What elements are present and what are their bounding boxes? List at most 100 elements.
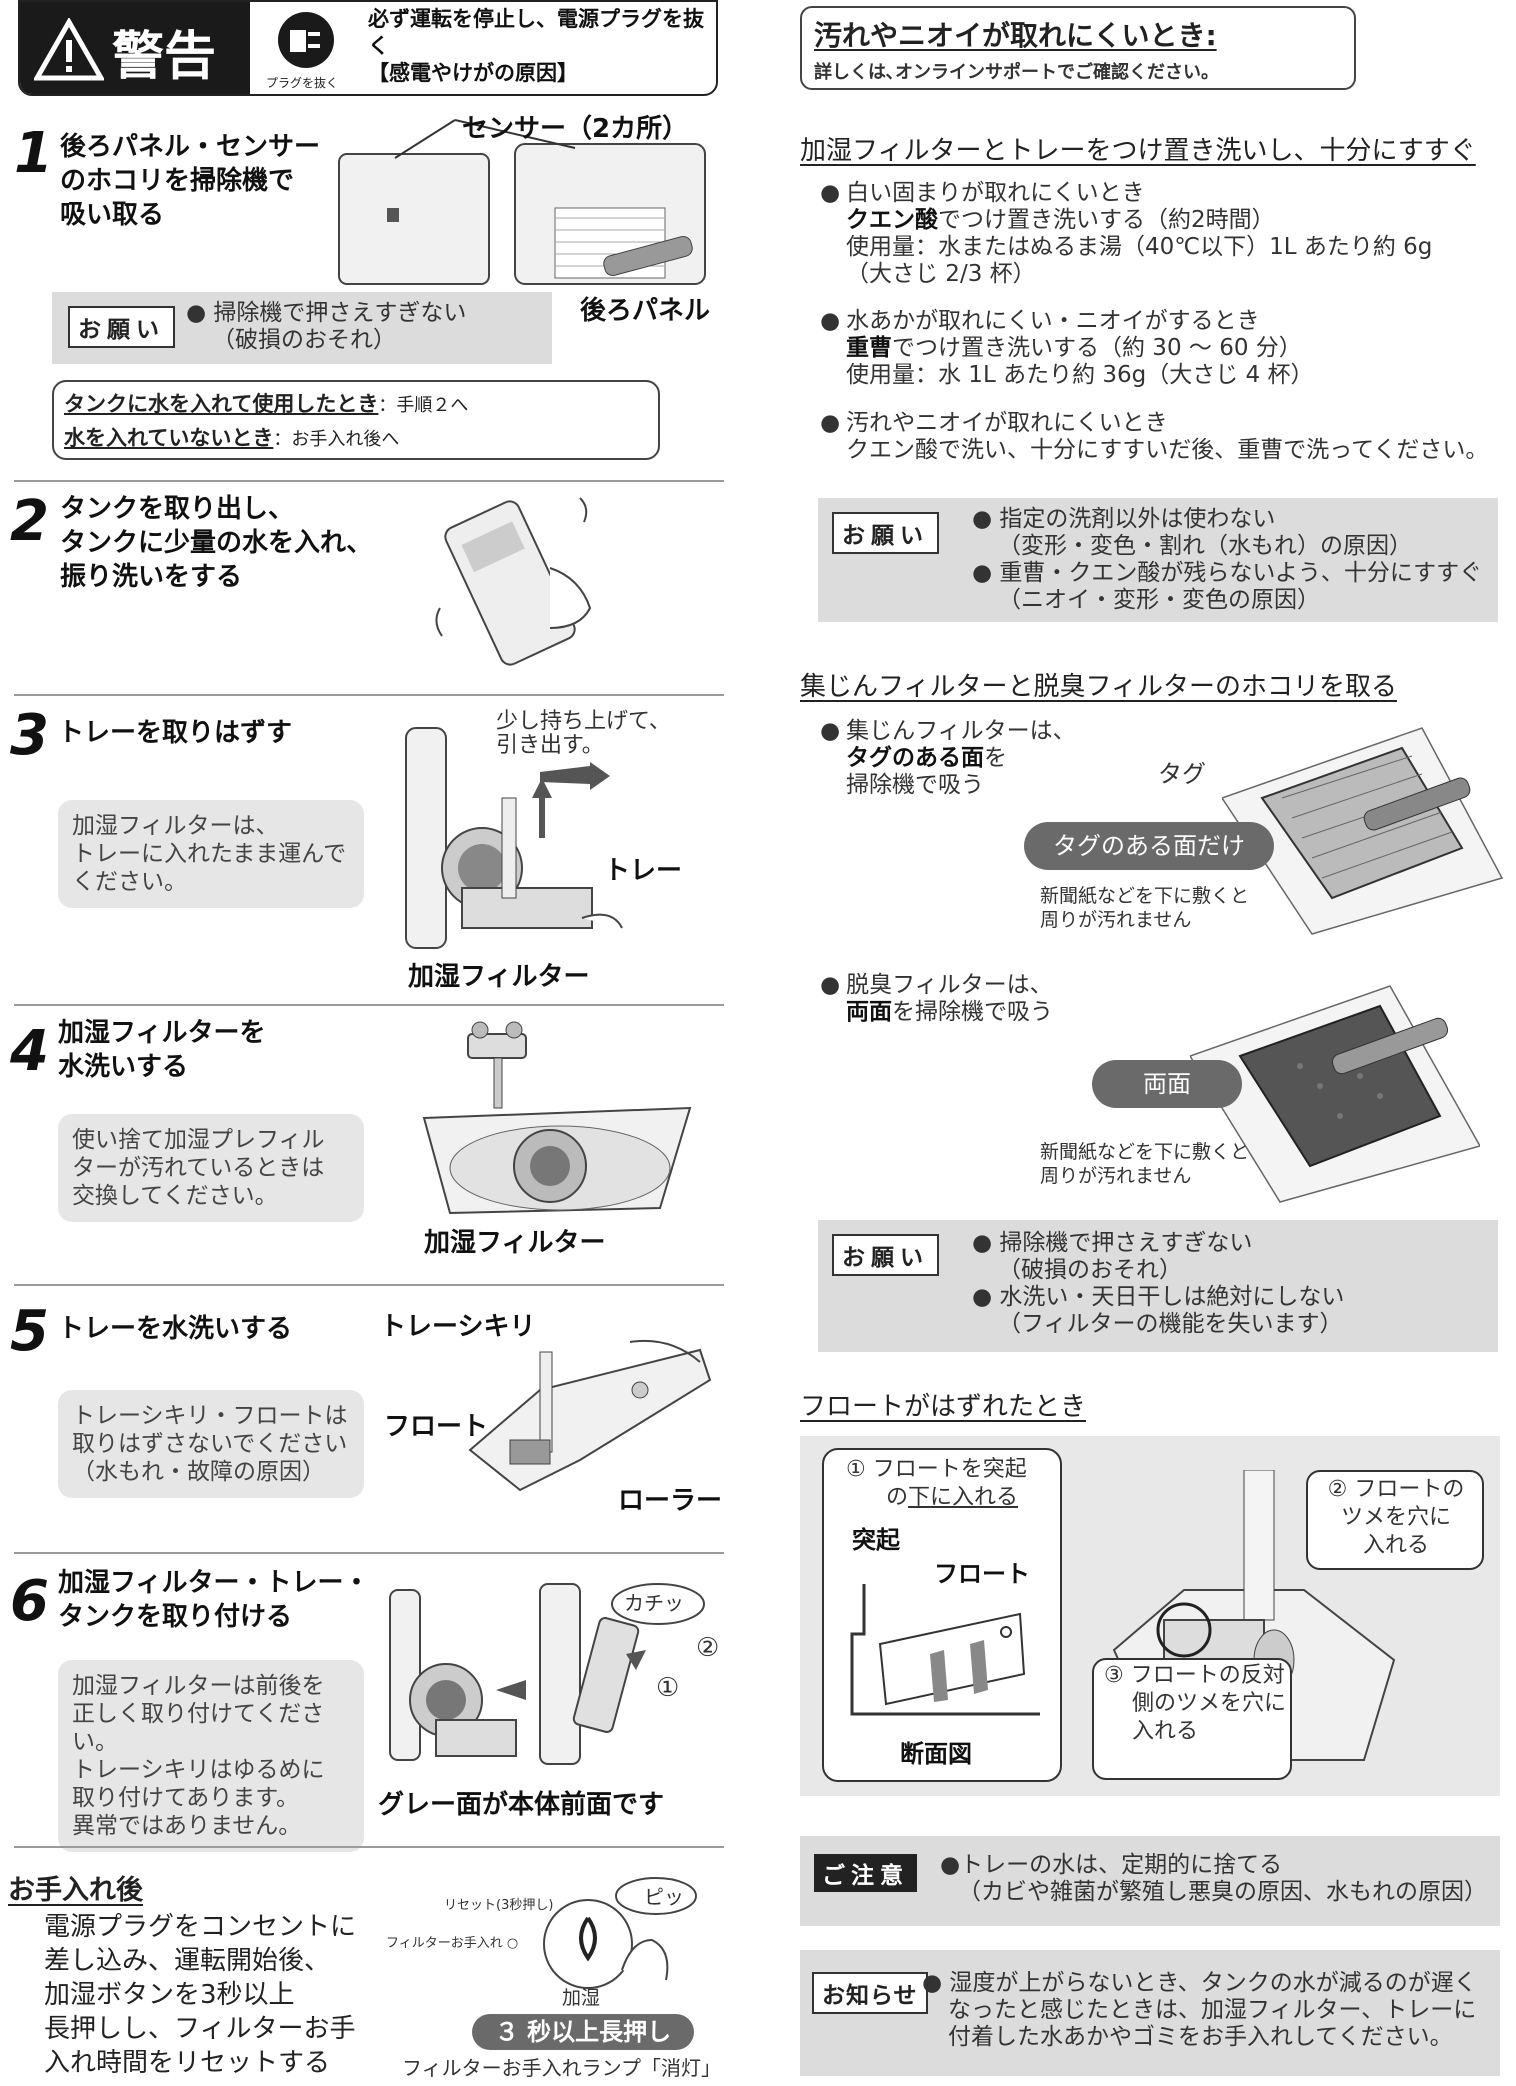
filter-caution-box: お願い ● 掃除機で押さえすぎない （破損のおそれ） ● 水洗い・天日干しは絶対… bbox=[818, 1220, 1498, 1352]
float-label: フロート bbox=[934, 1560, 1030, 1588]
tank-shake-illustration bbox=[435, 497, 592, 666]
baking-soda-bullet: 水あかが取れにくい・ニオイがするとき 重曹でつけ置き洗いする（約 30 ～ 60… bbox=[820, 308, 1314, 389]
divider bbox=[14, 1284, 724, 1286]
divider bbox=[14, 1004, 724, 1006]
float-label: フロート bbox=[384, 1412, 489, 1442]
divider bbox=[14, 1846, 724, 1848]
humidifier-filter-label: 加湿フィルター bbox=[408, 962, 590, 992]
deodor-filter-bullet: 脱臭フィルターは、 両面を掃除機で吸う bbox=[820, 972, 1053, 1026]
cross-section-label: 断面図 bbox=[900, 1740, 972, 1768]
step-5-title: トレーを水洗いする bbox=[58, 1314, 293, 1344]
soak-wash-heading: 加湿フィルターとトレーをつけ置き洗いし、十分にすすぐ bbox=[800, 136, 1476, 166]
lamp-off-caption: フィルターお手入れランプ「消灯」 bbox=[402, 2056, 721, 2080]
tray-insert-illustration bbox=[389, 1589, 526, 1761]
after-care-text: 電源プラグをコンセントに 差し込み、運転開始後、 加湿ボタンを3秒以上 長押しし… bbox=[44, 1912, 357, 2078]
sensor-label: センサー（2カ所） bbox=[462, 114, 689, 144]
humidify-button-illustration bbox=[543, 1877, 697, 1989]
warning-label-block: 警告 bbox=[20, 2, 250, 94]
humidifier-filter-label: 加湿フィルター bbox=[424, 1228, 606, 1258]
caution-text: ● 掃除機で押さえすぎない （破損のおそれ） bbox=[186, 300, 467, 353]
float-detached-heading: フロートがはずれたとき bbox=[800, 1392, 1087, 1422]
caution-tag: ご注意 bbox=[814, 1854, 917, 1892]
both-agents-bullet: 汚れやニオイが取れにくいとき クエン酸で洗い、十分にすすいだ後、重曹で洗ってくだ… bbox=[820, 410, 1488, 464]
newspaper-note-2: 新聞紙などを下に敷くと 周りが汚れません bbox=[1040, 1141, 1250, 1187]
step-float-opposite-text: ③ フロートの反対 側のツメを穴に 入れる bbox=[1104, 1663, 1287, 1744]
notice-box: お知らせ ● 湿度が上がらないとき、タンクの水が減るのが遅く なったと感じたとき… bbox=[800, 1950, 1500, 2076]
step-3-number: 3 bbox=[10, 703, 49, 768]
step-1-caution-box: お願い ● 掃除機で押さえすぎない （破損のおそれ） bbox=[52, 292, 552, 364]
notice-text: ● 湿度が上がらないとき、タンクの水が減るのが遅く なったと感じたときは、加湿フ… bbox=[922, 1970, 1477, 2050]
click-sound: カチッ bbox=[624, 1591, 684, 1615]
onegai-tag: お願い bbox=[832, 1234, 939, 1276]
pi-sound: ピッ bbox=[644, 1885, 684, 1909]
dust-filter-bullet: 集じんフィルターは、 タグのある面を 掃除機で吸う bbox=[820, 718, 1076, 799]
divider bbox=[14, 480, 724, 482]
divider bbox=[14, 694, 724, 696]
step-1-number: 1 bbox=[14, 121, 53, 186]
unplug-caption: プラグを抜く bbox=[266, 76, 339, 90]
both-sides-pill: 両面 bbox=[1092, 1060, 1242, 1108]
tray-remove-illustration bbox=[405, 727, 623, 949]
click-bubble bbox=[611, 1583, 705, 1625]
unplug-icon bbox=[278, 12, 334, 68]
tab-label: 突起 bbox=[852, 1526, 900, 1554]
step-5-note: トレーシキリ・フロートは 取りはずさないでください （水もれ・故障の原因） bbox=[58, 1390, 364, 1498]
step-5-number: 5 bbox=[10, 1299, 49, 1364]
float-cross-section bbox=[850, 1584, 1040, 1716]
step-3-note: 加湿フィルターは、 トレーに入れたまま運んで ください。 bbox=[58, 800, 364, 908]
rear-panel-label: 後ろパネル bbox=[580, 296, 711, 326]
step-2-title: タンクを取り出し、 タンクに少量の水を入れ、 振り洗いをする bbox=[60, 494, 373, 592]
step-4-note: 使い捨て加湿プレフィル ターが汚れているときは 交換してください。 bbox=[58, 1114, 364, 1222]
tag-label: タグ bbox=[1158, 760, 1206, 788]
hard-to-remove-box: 汚れやニオイが取れにくいとき: 詳しくは､オンラインサポートでご確認ください。 bbox=[800, 6, 1356, 90]
unplug-icon-block: プラグを抜く bbox=[260, 8, 352, 94]
step-float-under-tab: ① フロートを突起 の下に入れる bbox=[846, 1457, 1027, 1510]
onegai-tag: お願い bbox=[832, 512, 939, 554]
citric-acid-bullet: 白い固まりが取れにくいとき クエン酸でつけ置き洗いする（約2時間） 使用量：水ま… bbox=[820, 180, 1432, 288]
divider bbox=[14, 1552, 724, 1554]
tag-side-only-pill: タグのある面だけ bbox=[1024, 822, 1274, 870]
pull-arrow-icon bbox=[540, 762, 610, 790]
step-6-title: 加湿フィルター・トレー・ タンクを取り付ける bbox=[58, 1568, 370, 1632]
detergent-caution-box: お願い ● 指定の洗剤以外は使わない （変形・変色・割れ（水もれ）の原因） ● … bbox=[818, 498, 1498, 622]
roller-label: ローラー bbox=[618, 1486, 723, 1516]
caution-text: ●トレーの水は、定期的に捨てる （カビや雑菌が繁殖し悪臭の原因、水もれの原因） bbox=[940, 1852, 1487, 1905]
filter-caution-text: ● 掃除機で押さえすぎない （破損のおそれ） ● 水洗い・天日干しは絶対にしない… bbox=[972, 1230, 1345, 1337]
after-care-title: お手入れ後 bbox=[8, 1875, 143, 1906]
reset-label: リセット(3秒押し) bbox=[444, 1898, 554, 1913]
step-4-title: 加湿フィルターを 水洗いする bbox=[58, 1018, 266, 1082]
lift-instruction: 少し持ち上げて、 引き出す。 bbox=[496, 709, 671, 758]
step-4-number: 4 bbox=[10, 1019, 49, 1084]
gray-side-front-label: グレー面が本体前面です bbox=[378, 1790, 665, 1820]
step-1-title: 後ろパネル・センサー のホコリを掃除機で 吸い取る bbox=[60, 132, 321, 230]
tray-wash-illustration bbox=[468, 1339, 712, 1492]
step-6-note: 加湿フィルターは前後を 正しく取り付けてください。 トレーシキリはゆるめに 取り… bbox=[58, 1660, 364, 1852]
warning-word: 警告 bbox=[112, 27, 217, 87]
step-2-number: 2 bbox=[10, 489, 49, 554]
newspaper-note-1: 新聞紙などを下に敷くと 周りが汚れません bbox=[1040, 885, 1250, 931]
step-float-hook-card bbox=[1306, 1470, 1484, 1570]
warning-banner: 警告 プラグを抜く 必ず運転を停止し、電源プラグを抜く 【感電やけがの原因】 bbox=[18, 0, 718, 96]
sink-wash-illustration bbox=[422, 1021, 692, 1215]
dust-filter-illustration bbox=[1222, 727, 1504, 935]
press-3-seconds-pill: ３ 秒以上長押し bbox=[472, 2014, 694, 2050]
tray-label: トレー bbox=[604, 856, 683, 886]
filter-lamp-label: フィルターお手入れ ○ bbox=[386, 1936, 519, 1951]
order-2: ② bbox=[696, 1633, 720, 1663]
tray-partition-label: トレーシキリ bbox=[380, 1312, 536, 1342]
step-float-hook-text: ② フロートの ツメを穴に 入れる bbox=[1327, 1477, 1465, 1558]
tank-branch-box: タンクに水を入れて使用したとき：手順２へ 水を入れていないとき：お手入れ後へ bbox=[52, 380, 660, 460]
notice-tag: お知らせ bbox=[812, 1972, 928, 2014]
step-float-opposite-card bbox=[1092, 1658, 1292, 1780]
detergent-caution-text: ● 指定の洗剤以外は使わない （変形・変色・割れ（水もれ）の原因） ● 重曹・ク… bbox=[972, 506, 1483, 613]
tank-insert-illustration bbox=[539, 1583, 646, 1765]
float-section-card bbox=[822, 1448, 1062, 1782]
rear-panel-illustration bbox=[338, 119, 706, 285]
deodor-filter-illustration bbox=[1190, 985, 1480, 1203]
step-6-number: 6 bbox=[10, 1569, 49, 1634]
online-support-note: 詳しくは､オンラインサポートでご確認ください。 bbox=[814, 62, 1219, 83]
hard-to-remove-title: 汚れやニオイが取れにくいとき: bbox=[814, 19, 1217, 52]
caution-box: ご注意 ●トレーの水は、定期的に捨てる （カビや雑菌が繁殖し悪臭の原因、水もれの… bbox=[800, 1836, 1500, 1926]
order-1: ① bbox=[656, 1673, 680, 1703]
warning-triangle-icon bbox=[34, 18, 104, 81]
